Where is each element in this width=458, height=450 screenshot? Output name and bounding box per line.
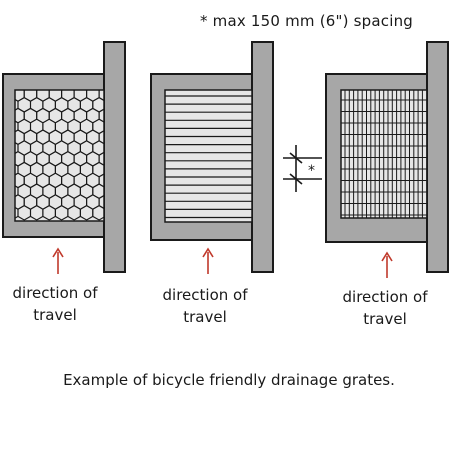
direction-label-2-line1: direction of — [162, 286, 248, 304]
curb-post-2 — [251, 41, 274, 273]
figure-caption: Example of bicycle friendly drainage gra… — [63, 371, 395, 389]
arrow-3 — [381, 251, 393, 278]
direction-label-2-line2: travel — [183, 308, 227, 326]
direction-label-1-line1: direction of — [12, 284, 98, 302]
arrow-2 — [202, 247, 214, 274]
dimension-asterisk: * — [308, 163, 315, 179]
grate-inner-1 — [14, 89, 105, 222]
grate-inner-2 — [164, 89, 253, 223]
grate-grid — [325, 41, 449, 273]
hex-cell — [92, 204, 104, 221]
horizontal-bar-pattern — [165, 95, 252, 219]
hexagon-pattern — [15, 90, 104, 221]
spacing-note: * max 150 mm (6") spacing — [200, 12, 413, 30]
direction-arrows — [52, 247, 393, 278]
direction-label-1-line2: travel — [33, 306, 77, 324]
direction-label-1: direction of travel — [5, 282, 105, 326]
spacing-dimension — [283, 145, 322, 192]
direction-label-3-line1: direction of — [342, 288, 428, 306]
direction-label-3: direction of travel — [335, 286, 435, 330]
direction-label-3-line2: travel — [363, 310, 407, 328]
direction-label-2: direction of travel — [155, 284, 255, 328]
grid-pattern — [341, 90, 427, 218]
curb-post-3 — [426, 41, 449, 273]
arrow-1 — [52, 247, 64, 274]
grate-hexagonal — [2, 41, 126, 273]
grate-horizontal-bars — [150, 41, 274, 273]
curb-post-1 — [103, 41, 126, 273]
